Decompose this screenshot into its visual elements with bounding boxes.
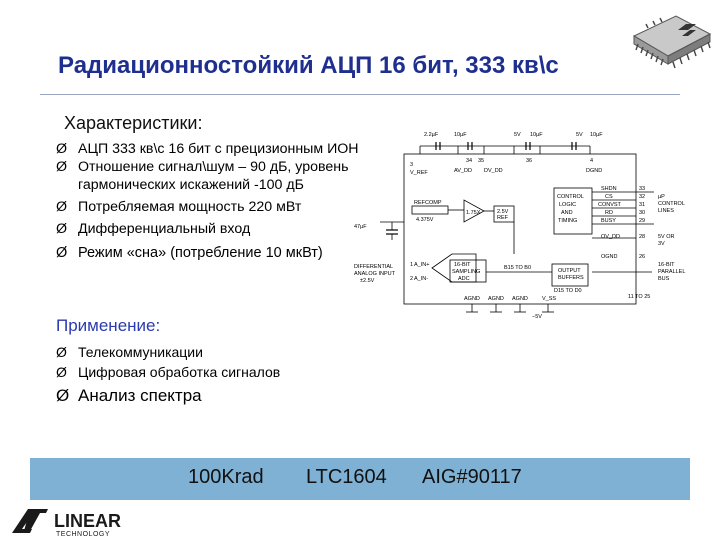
svg-text:CS: CS — [605, 194, 613, 200]
svg-text:AGND: AGND — [488, 296, 504, 302]
svg-text:V_REF: V_REF — [410, 170, 428, 176]
svg-text:35: 35 — [478, 158, 484, 164]
svg-text:AGND: AGND — [464, 296, 480, 302]
svg-text:2: 2 — [410, 276, 413, 282]
svg-text:BUS: BUS — [658, 276, 670, 282]
svg-text:1.75X: 1.75X — [466, 210, 481, 216]
svg-text:26: 26 — [639, 254, 645, 260]
svg-text:33: 33 — [639, 186, 645, 192]
applications-heading: Применение: — [56, 316, 161, 335]
features-heading: Характеристики: — [64, 113, 203, 133]
svg-text:CONVST: CONVST — [598, 202, 622, 208]
svg-text:DV_DD: DV_DD — [484, 168, 503, 174]
svg-text:16-BIT: 16-BIT — [658, 262, 675, 268]
svg-text:30: 30 — [639, 210, 645, 216]
logo-word: LINEAR — [54, 511, 121, 531]
svg-text:OGND: OGND — [601, 254, 618, 260]
footer-item: LTC1604 — [306, 466, 387, 488]
svg-text:34: 34 — [466, 158, 472, 164]
footer-item: 100Krad — [188, 466, 264, 488]
slide-title: Радиационностойкий АЦП 16 бит, 333 кв\с — [58, 52, 559, 79]
bullet-arrow-icon: Ø — [56, 159, 68, 175]
svg-text:BUFFERS: BUFFERS — [558, 275, 584, 281]
bullet-arrow-icon: Ø — [56, 221, 68, 237]
svg-text:REF: REF — [497, 215, 509, 221]
svg-text:1: 1 — [410, 262, 413, 268]
svg-text:µP: µP — [658, 194, 665, 200]
bullet-arrow-icon: Ø — [56, 245, 68, 261]
svg-text:ADC: ADC — [458, 276, 470, 282]
svg-text:32: 32 — [639, 194, 645, 200]
svg-text:LINES: LINES — [658, 208, 674, 214]
svg-text:5V: 5V — [576, 132, 583, 138]
svg-text:11 TO 25: 11 TO 25 — [628, 294, 650, 300]
svg-text:OUTPUT: OUTPUT — [558, 268, 581, 274]
svg-text:ANALOG INPUT: ANALOG INPUT — [354, 271, 396, 277]
svg-text:SAMPLING: SAMPLING — [452, 269, 480, 275]
svg-text:5V OR: 5V OR — [658, 234, 675, 240]
svg-text:OV_DD: OV_DD — [601, 234, 620, 240]
svg-text:DGND: DGND — [586, 168, 602, 174]
svg-text:A_IN-: A_IN- — [414, 276, 428, 282]
svg-text:±2.5V: ±2.5V — [360, 278, 375, 284]
svg-text:SHDN: SHDN — [601, 186, 617, 192]
svg-text:CONTROL: CONTROL — [557, 194, 584, 200]
svg-text:10µF: 10µF — [454, 132, 467, 138]
svg-text:28: 28 — [639, 234, 645, 240]
bullet-arrow-icon: Ø — [56, 386, 70, 405]
svg-text:10µF: 10µF — [590, 132, 603, 138]
svg-text:AGND: AGND — [512, 296, 528, 302]
svg-text:−5V: −5V — [532, 314, 542, 318]
svg-text:4.375V: 4.375V — [416, 217, 434, 223]
logo-sub: TECHNOLOGY — [56, 531, 110, 538]
svg-text:TIMING: TIMING — [558, 218, 577, 224]
svg-text:A_IN+: A_IN+ — [414, 262, 429, 268]
svg-text:BUSY: BUSY — [601, 218, 616, 224]
svg-text:RD: RD — [605, 210, 613, 216]
svg-text:4: 4 — [590, 158, 593, 164]
bullet-arrow-icon: Ø — [56, 344, 67, 360]
title-divider — [40, 94, 680, 95]
svg-text:DIFFERENTIAL: DIFFERENTIAL — [354, 264, 393, 270]
svg-text:2.2µF: 2.2µF — [424, 132, 439, 138]
bullet-arrow-icon: Ø — [56, 364, 67, 380]
svg-text:2.5V: 2.5V — [497, 209, 509, 215]
svg-text:3V: 3V — [658, 241, 665, 247]
svg-text:CONTROL: CONTROL — [658, 201, 685, 207]
svg-text:29: 29 — [639, 218, 645, 224]
bullet-arrow-icon: Ø — [56, 141, 68, 157]
svg-text:16-BIT: 16-BIT — [454, 262, 471, 268]
svg-text:31: 31 — [639, 202, 645, 208]
chip-image — [628, 6, 714, 76]
svg-text:B15 TO B0: B15 TO B0 — [504, 265, 531, 271]
svg-text:AV_DD: AV_DD — [454, 168, 472, 174]
svg-text:3: 3 — [410, 162, 413, 168]
svg-text:D15 TO D0: D15 TO D0 — [554, 288, 582, 294]
svg-text:PARALLEL: PARALLEL — [658, 269, 685, 275]
bullet-arrow-icon: Ø — [56, 199, 68, 215]
svg-text:36: 36 — [526, 158, 532, 164]
footer-bar — [30, 458, 690, 500]
svg-text:10µF: 10µF — [530, 132, 543, 138]
svg-text:5V: 5V — [514, 132, 521, 138]
block-diagram: 2.2µF 10µF 5V 10µF 5V 10µF 3V_REF 34 35 36 4 AV… — [354, 132, 685, 318]
svg-text:LOGIC: LOGIC — [559, 202, 576, 208]
svg-text:REFCOMP: REFCOMP — [414, 200, 442, 206]
footer-item: AIG#90117 — [422, 466, 522, 488]
svg-text:AND: AND — [561, 210, 573, 216]
svg-text:47µF: 47µF — [354, 224, 367, 230]
linear-technology-logo: LINEAR TECHNOLOGY — [12, 509, 121, 538]
svg-text:V_SS: V_SS — [542, 296, 556, 302]
